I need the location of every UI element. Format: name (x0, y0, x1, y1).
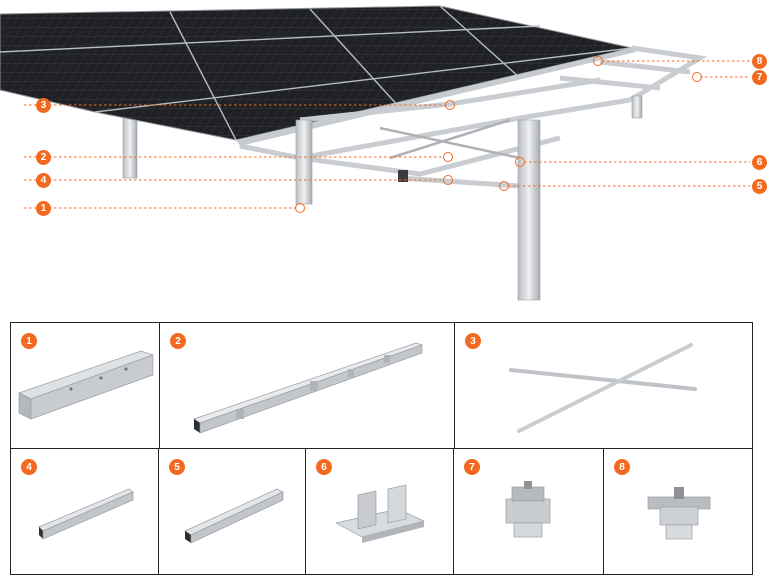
callout-leaders (24, 60, 750, 209)
solar-panel-array (0, 5, 636, 146)
mid-clamp-icon (647, 487, 711, 540)
callout-7: 7 (752, 70, 767, 85)
callout-2: 2 (36, 150, 51, 165)
front-post-left (295, 119, 313, 205)
rail-profile-icon (38, 488, 134, 540)
callout-4: 4 (36, 173, 51, 188)
frame-structure (239, 45, 708, 189)
part-number-8: 8 (614, 459, 630, 475)
callout-1: 1 (36, 201, 51, 216)
end-clamp-icon (505, 481, 551, 538)
part-cell-3: 3 (454, 322, 753, 449)
post-rear-right (631, 95, 643, 119)
callout-6: 6 (752, 155, 767, 170)
cross-brace (379, 118, 521, 160)
part-cell-8: 8 (603, 448, 753, 575)
part-number-5: 5 (169, 459, 185, 475)
part-number-2: 2 (170, 333, 186, 349)
part-cell-1: 1 (10, 322, 160, 449)
part-number-1: 1 (21, 333, 37, 349)
part-cell-2: 2 (159, 322, 455, 449)
rear-post (122, 111, 138, 179)
u-bracket-icon (335, 484, 426, 543)
part-number-3: 3 (465, 333, 481, 349)
part-cell-5: 5 (158, 448, 306, 575)
front-post-right (517, 119, 541, 301)
part-number-7: 7 (464, 459, 480, 475)
part-cell-6: 6 (305, 448, 454, 575)
mounting-structure-illustration (0, 5, 750, 301)
callout-3: 3 (36, 98, 51, 113)
callout-5: 5 (752, 179, 767, 194)
c-channel-post-icon (18, 350, 155, 420)
callout-8: 8 (752, 54, 767, 69)
part-cell-4: 4 (10, 448, 159, 575)
callout-targets (295, 56, 702, 213)
main-rail-icon (193, 342, 424, 434)
part-number-6: 6 (316, 459, 332, 475)
cross-brace-icon (509, 343, 697, 433)
part-number-4: 4 (21, 459, 37, 475)
square-tube-icon (184, 488, 284, 544)
part-cell-7: 7 (453, 448, 604, 575)
